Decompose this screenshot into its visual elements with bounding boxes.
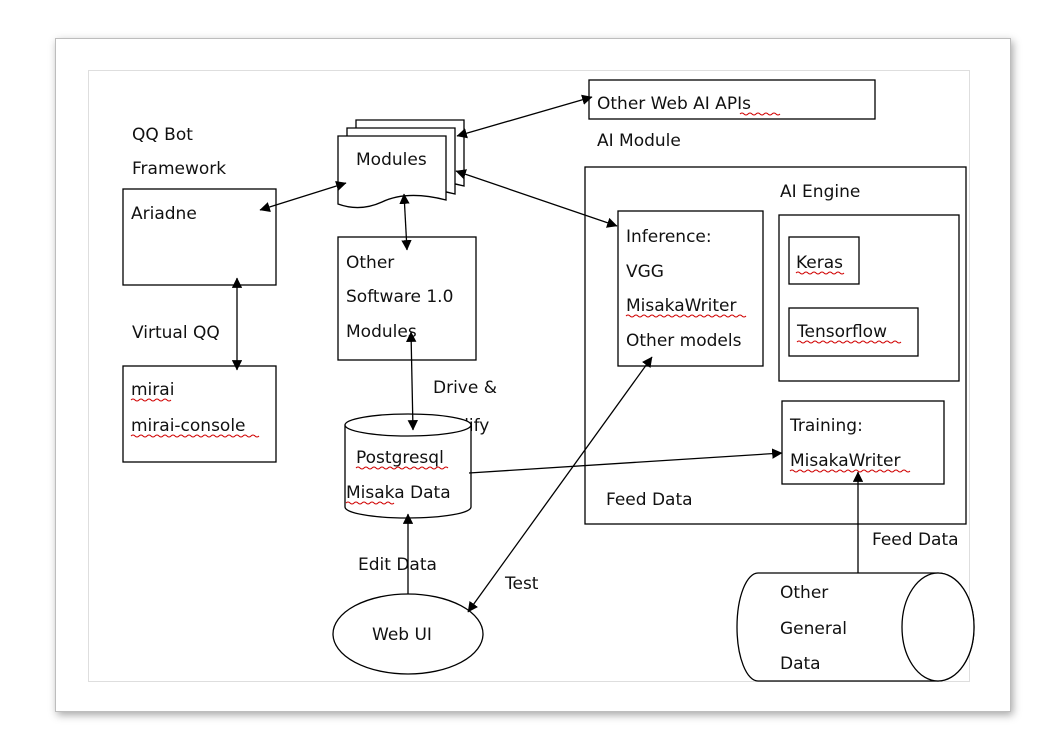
web-ui-label: Web UI — [372, 625, 432, 645]
test-label: Test — [504, 574, 539, 594]
other-general-data-label-3: Data — [780, 654, 821, 674]
ai-module-label: AI Module — [597, 131, 681, 151]
virtual-qq-label: Virtual QQ — [132, 323, 220, 343]
inference-label: Inference: — [626, 227, 712, 247]
modules-document — [337, 135, 447, 209]
qq-bot-framework-label: QQ Bot — [132, 125, 193, 145]
arrow-modules-inference — [455, 169, 618, 228]
keras-box — [788, 236, 860, 285]
other-web-ai-apis-label: Other Web AI APIs — [597, 94, 751, 114]
other-general-data-label-2: General — [780, 619, 847, 639]
training-misakawriter-label: MisakaWriter — [790, 451, 901, 471]
feed-data-outer-label: Feed Data — [872, 530, 959, 550]
training-label: Training: — [789, 416, 863, 436]
page-inner-frame — [88, 70, 970, 682]
ariadne-box — [122, 188, 277, 286]
postgresql-label: Postgresql — [356, 448, 444, 468]
mirai-label: mirai — [131, 380, 174, 400]
feed-data-inner-label: Feed Data — [606, 490, 693, 510]
ai-engine-label: AI Engine — [780, 182, 860, 202]
drive-modify-label-1: Drive & — [433, 378, 497, 398]
arrow-software-postgresql — [406, 331, 418, 431]
edit-data-label: Edit Data — [358, 555, 437, 575]
modules-stack — [337, 119, 465, 209]
other-software-label-2: Software 1.0 — [346, 287, 453, 307]
arrow-modules-other-software — [399, 193, 412, 251]
arrow-ariadne-modules — [259, 180, 347, 213]
other-general-data-cylinder — [736, 572, 975, 682]
other-web-ai-apis-box — [588, 79, 876, 120]
mirai-box — [122, 365, 277, 463]
inference-vgg-label: VGG — [626, 262, 664, 282]
keras-label: Keras — [796, 253, 843, 273]
inference-box — [617, 210, 764, 367]
ariadne-label: Ariadne — [131, 204, 197, 224]
qq-bot-framework-label-2: Framework — [132, 159, 226, 179]
other-general-data-label-1: Other — [780, 583, 828, 603]
training-box — [781, 400, 945, 485]
arrow-webui-inference — [467, 356, 653, 613]
modules-label: Modules — [356, 150, 427, 170]
inference-misakawriter-label: MisakaWriter — [626, 296, 737, 316]
tensorflow-label: Tensorflow — [796, 322, 887, 342]
mirai-console-label: mirai-console — [131, 416, 246, 436]
misaka-data-label: Misaka Data — [346, 483, 451, 503]
other-software-label-3: Modules — [346, 322, 417, 342]
arrow-modules-other-web-ai — [456, 94, 593, 139]
inference-other-models-label: Other models — [626, 331, 742, 351]
tensorflow-box — [788, 307, 919, 357]
other-software-label-1: Other — [346, 253, 394, 273]
